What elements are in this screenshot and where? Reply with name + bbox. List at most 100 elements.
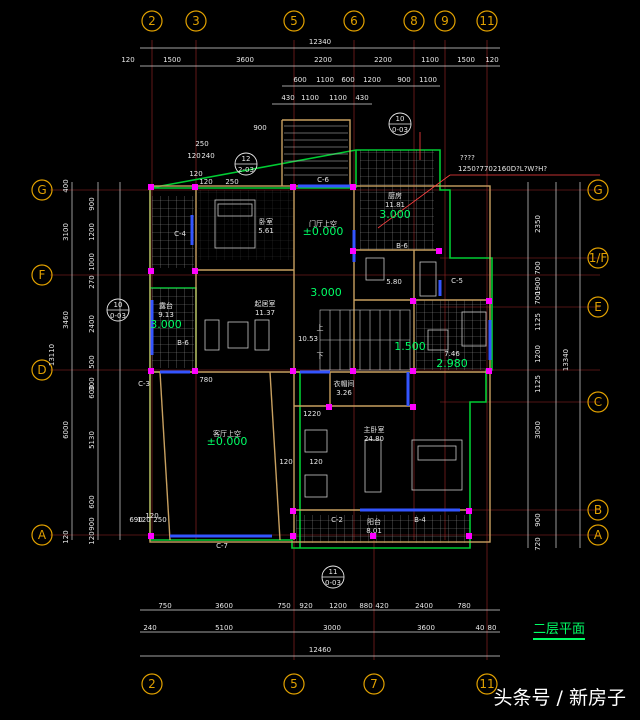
section-ref-1: 2-03 [238, 166, 254, 174]
dim-bottom-row1-0: 750 [158, 602, 171, 610]
dim-left-inner-6: 300 [88, 377, 96, 390]
dim-bottom-row1-5: 880 [359, 602, 372, 610]
axis-bubble-bottom-0: 2 [141, 673, 163, 695]
dim-misc-2: 120 [187, 152, 200, 160]
room-elev-2: 3.000 [379, 208, 411, 221]
dim-misc-11: 120 [145, 512, 158, 520]
room-area-5: 11.37 [255, 309, 275, 317]
window-tag-3: B-6 [396, 242, 408, 250]
dim-bottom-row2-5: 80 [488, 624, 497, 632]
dim-misc-7: 780 [199, 376, 212, 384]
axis-bubble-bottom-1-circle [283, 673, 305, 695]
axis-bubble-top-5-circle [434, 10, 456, 32]
dim-misc-1: 250 [195, 140, 208, 148]
axis-bubble-top-2: 5 [283, 10, 305, 32]
axis-bubble-right-5-circle [587, 524, 609, 546]
axis-bubble-top-3: 6 [343, 10, 365, 32]
room-name-1: 门厅上空 [309, 219, 337, 228]
dim-left-inner-8: 5130 [88, 431, 96, 449]
dim-left-outer-4: 120 [62, 530, 70, 543]
room-12: 阳台8.01 [366, 517, 382, 535]
dim-right-inner-8: 900 [534, 513, 542, 526]
dim-left-inner-11: 120 [88, 531, 96, 544]
dim-left-inner-3: 270 [88, 275, 96, 288]
axis-bubble-left-0: G [31, 179, 53, 201]
tile-hatching [152, 150, 486, 543]
axis-bubble-bottom-2-circle [363, 673, 385, 695]
axis-bubble-right-1-circle [587, 247, 609, 269]
axis-bubble-left-0-circle [31, 179, 53, 201]
dim-top-row3-3: 430 [355, 94, 368, 102]
dim-top-total: 12340 [309, 38, 331, 46]
axis-bubble-top-4: 8 [403, 10, 425, 32]
axis-bubble-right-5-label: A [594, 528, 603, 542]
axis-bubble-right-4-circle [587, 499, 609, 521]
room-area-12: 8.01 [366, 527, 382, 535]
section-num-0: 10 [396, 115, 405, 123]
misc-texts: 1250?7702160D?L?W?H????? [458, 154, 547, 173]
axis-bubble-top-6: 11 [476, 10, 498, 32]
axis-bubble-top-5: 9 [434, 10, 456, 32]
axis-bubble-right-0-label: G [593, 183, 602, 197]
axis-bubble-left-1-circle [31, 264, 53, 286]
room-elev-1: ±0.000 [303, 225, 344, 238]
axis-bubble-top-2-circle [283, 10, 305, 32]
room-area-8: 7.46 [444, 350, 460, 358]
axis-bubble-left-1-label: F [39, 268, 46, 282]
axis-bubble-right-0: G [587, 179, 609, 201]
watermark: 头条号 / 新房子 [493, 687, 626, 709]
dim-top-row1-3: 2200 [314, 56, 332, 64]
dim-misc-5: 120 [199, 178, 212, 186]
dim-top-row1-4: 2200 [374, 56, 392, 64]
dim-top-row2-5: 1100 [419, 76, 437, 84]
dim-left-inner-7: 600 [88, 385, 96, 398]
room-name-2: 厨房 [388, 191, 402, 200]
axis-bubble-left-2: D [31, 359, 53, 381]
section-mark-3: 110-03 [321, 565, 345, 589]
dim-left-inner-0: 900 [88, 197, 96, 210]
furniture [204, 199, 487, 498]
window-tag-8: C-7 [216, 542, 228, 550]
window-tag-2: C-5 [451, 277, 463, 285]
dimension-lines [71, 47, 581, 657]
room-name-12: 阳台 [367, 517, 381, 526]
dim-top-row2-2: 600 [341, 76, 354, 84]
axis-bubble-bottom-0-label: 2 [148, 677, 156, 691]
floor-elevation: 3.000 [310, 286, 342, 299]
axis-bubble-left-0-label: G [37, 183, 46, 197]
window-tag-0: C-6 [317, 176, 329, 184]
room-name-9: 衣帽间 [334, 379, 355, 388]
room-area-6: 10.53 [298, 335, 318, 343]
dim-bottom-row1-1: 3600 [215, 602, 233, 610]
axis-bubble-top-3-circle [343, 10, 365, 32]
dim-right-inner-2: 1900 [534, 277, 542, 295]
dim-left-inner-1: 1200 [88, 223, 96, 241]
room-1: 门厅上空±0.000 [303, 219, 344, 238]
section-ref-2: 0-03 [110, 312, 126, 320]
axis-bubble-top-0-circle [141, 10, 163, 32]
dim-misc-6: 250 [225, 178, 238, 186]
windows [150, 184, 492, 538]
room-elev-4: 3.000 [150, 318, 182, 331]
room-area-0: 5.61 [258, 227, 274, 235]
room-labels: 卧室5.61门厅上空±0.000厨房11.813.0005.80露台9.133.… [150, 191, 468, 535]
dim-left-inner-4: 2400 [88, 315, 96, 333]
axis-bubble-top-6-label: 11 [479, 14, 494, 28]
room-7: 1.500 [394, 340, 426, 353]
dim-misc-14: 250 [153, 516, 166, 524]
dim-right-inner-9: 720 [534, 537, 542, 550]
axis-bubble-right-4: B [587, 499, 609, 521]
axis-bubble-bottom-2: 7 [363, 673, 385, 695]
axis-bubble-left-3: A [31, 524, 53, 546]
dim-bottom-row1-3: 920 [299, 602, 312, 610]
dim-misc-3: 240 [201, 152, 214, 160]
axis-bubble-left-1: F [31, 264, 53, 286]
room-area-9: 3.26 [336, 389, 352, 397]
axis-bubble-top-0-label: 2 [148, 14, 156, 28]
dim-bottom-row1-7: 2400 [415, 602, 433, 610]
room-4: 露台9.133.000 [150, 301, 182, 331]
window-tag-4: B-6 [177, 339, 189, 347]
axis-bubble-right-2-label: E [594, 300, 602, 314]
